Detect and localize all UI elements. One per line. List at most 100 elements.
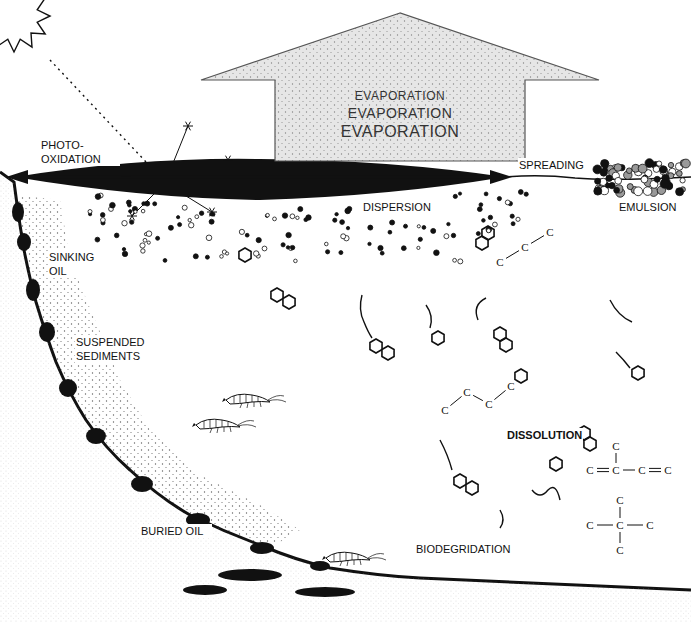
droplet [205, 255, 209, 259]
asterisk [124, 172, 129, 181]
droplet [156, 236, 160, 240]
shrimp [192, 419, 256, 433]
droplet [335, 213, 338, 216]
droplet [339, 251, 343, 255]
single-bond [623, 470, 635, 471]
emulsion-droplet [638, 164, 647, 173]
land-fill [0, 172, 691, 623]
droplet [417, 225, 420, 228]
carbon-atom: C [615, 520, 624, 531]
emulsion-droplet [605, 183, 610, 188]
emulsion-droplet [676, 188, 684, 196]
emulsion-droplet [657, 161, 662, 166]
single-bond [450, 396, 461, 405]
droplet [100, 213, 105, 218]
droplet [417, 246, 420, 249]
carbon-atom: C [611, 441, 620, 452]
droplet [451, 233, 455, 237]
droplet [122, 248, 125, 251]
evaporation-text: EVAPORATION [279, 122, 521, 142]
droplet [326, 250, 330, 254]
droplet [95, 194, 101, 200]
droplet [380, 251, 384, 255]
emulsion-droplet [615, 177, 622, 184]
droplet [130, 220, 134, 224]
process-label: BURIED OIL [140, 524, 212, 538]
droplet [188, 218, 191, 221]
droplet [453, 194, 457, 198]
droplet [220, 255, 224, 259]
emulsion-droplet [653, 166, 659, 172]
emulsion-droplet [614, 164, 622, 172]
droplet [168, 225, 173, 230]
droplet [245, 233, 249, 237]
droplet [453, 258, 457, 262]
arrow-stipple [201, 13, 599, 161]
droplet [488, 215, 492, 219]
double-bond [597, 471, 609, 472]
double-bond [649, 471, 661, 472]
droplet [286, 232, 291, 237]
carbon-atom: C [663, 465, 672, 476]
droplet [206, 235, 212, 241]
double-bond [649, 468, 661, 469]
droplet [129, 210, 132, 213]
evaporation-text: EVAPORATION [279, 104, 521, 122]
asterisk [210, 208, 215, 217]
shrimp [222, 394, 286, 408]
single-bond [620, 507, 621, 518]
droplet [290, 214, 295, 219]
droplet [182, 205, 187, 210]
droplet [493, 222, 498, 227]
droplet [101, 218, 106, 223]
droplet [477, 207, 482, 212]
evaporation-text: EVAPORATION [279, 88, 521, 104]
droplet [199, 211, 203, 215]
ray [165, 126, 188, 183]
emulsion-droplets [593, 159, 690, 197]
single-bond [627, 525, 643, 526]
droplet [378, 245, 383, 250]
droplet [482, 219, 486, 223]
process-label: SPREADING [518, 158, 585, 172]
asterisk [186, 122, 191, 131]
droplet [497, 197, 501, 201]
double-bond [597, 468, 609, 469]
droplet [114, 233, 119, 238]
ray [165, 183, 212, 212]
droplet [296, 216, 299, 219]
droplet [189, 223, 194, 228]
carbon-atom: C [615, 545, 624, 556]
droplet [143, 238, 147, 242]
carbon-atom: C [440, 405, 449, 416]
droplet [262, 246, 267, 251]
buried-oil [183, 569, 355, 597]
carbon-atom: C [484, 399, 493, 410]
droplet [518, 190, 523, 195]
droplet [290, 245, 294, 249]
process-label: BIODEGRIDATION [415, 542, 512, 556]
carbon-atom: C [645, 520, 654, 531]
arrow-fill [201, 13, 599, 161]
single-bond [473, 395, 483, 400]
droplet [140, 243, 145, 248]
emulsion-droplet [614, 187, 620, 193]
carbon-atom: C [545, 227, 554, 238]
droplet [209, 219, 214, 224]
droplet [422, 226, 426, 230]
evaporation-arrow: EVAPORATIONEVAPORATIONEVAPORATION [200, 12, 600, 162]
droplet [401, 246, 406, 251]
droplet [458, 259, 463, 264]
droplet [346, 226, 349, 229]
emulsion-droplet [626, 168, 632, 174]
droplet [516, 217, 520, 221]
carbon-atom: C [506, 381, 515, 392]
droplet [333, 218, 337, 222]
process-label: DISPERSION [362, 200, 432, 214]
process-label: SINKING OIL [48, 250, 110, 278]
droplet [368, 225, 373, 230]
droplet [265, 214, 268, 217]
emulsion-droplet [641, 176, 648, 183]
